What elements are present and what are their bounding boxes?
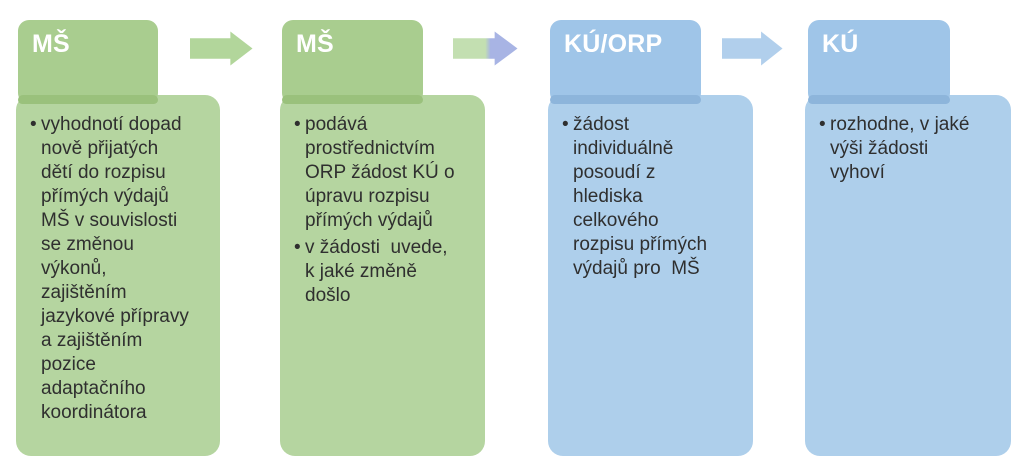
stage-2-detail-box: • podává prostřednictvím ORP žádost KÚ o… (280, 95, 485, 456)
stage-2-bullet-list: • podává prostřednictvím ORP žádost KÚ o… (280, 95, 485, 308)
arrow-right-icon (190, 31, 253, 66)
stage-2-header-label: MŠ (296, 30, 334, 58)
bullet-text: rozhodne, v jaké výši žádosti vyhoví (830, 114, 970, 183)
stage-4-detail-box: • rozhodne, v jaké výši žádosti vyhoví (805, 95, 1011, 456)
bullet-marker: • (819, 114, 826, 135)
bullet-marker: • (294, 237, 301, 258)
bullet-marker: • (294, 114, 301, 135)
bullet-text: žádost individuálně posoudí z hlediska c… (573, 114, 708, 279)
bullet-item: • podává prostřednictvím ORP žádost KÚ o… (294, 113, 479, 233)
stage-3-detail-box: • žádost individuálně posoudí z hlediska… (548, 95, 753, 456)
stage-3-bullet-list: • žádost individuálně posoudí z hlediska… (548, 95, 753, 281)
arrow-right-icon (722, 31, 783, 66)
bullet-item: • žádost individuálně posoudí z hlediska… (562, 113, 747, 281)
stage-2-header-overlap (282, 95, 423, 104)
stage-4-header-overlap (808, 95, 950, 104)
stage-1-header-label: MŠ (32, 30, 70, 58)
stage-3-header-box: KÚ/ORP (550, 20, 701, 104)
bullet-text: vyhodnotí dopad nově přijatých dětí do r… (41, 114, 189, 423)
stage-4-header-label: KÚ (822, 30, 859, 58)
stage-4-header-box: KÚ (808, 20, 950, 104)
stage-1-header-overlap (18, 95, 158, 104)
bullet-text: v žádosti uvede, k jaké změně došlo (305, 237, 448, 306)
stage-3-header-overlap (550, 95, 701, 104)
stage-1-header-box: MŠ (18, 20, 158, 104)
stage-1-bullet-list: • vyhodnotí dopad nově přijatých dětí do… (16, 95, 220, 425)
stage-1-detail-box: • vyhodnotí dopad nově přijatých dětí do… (16, 95, 220, 456)
stage-2-header-box: MŠ (282, 20, 423, 104)
bullet-text: podává prostřednictvím ORP žádost KÚ o ú… (305, 114, 455, 231)
stage-4-bullet-list: • rozhodne, v jaké výši žádosti vyhoví (805, 95, 1011, 185)
bullet-marker: • (562, 114, 569, 135)
bullet-marker: • (30, 114, 37, 135)
bullet-item: • vyhodnotí dopad nově přijatých dětí do… (30, 113, 214, 425)
stage-3-header-label: KÚ/ORP (564, 30, 663, 58)
bullet-item: • v žádosti uvede, k jaké změně došlo (294, 236, 479, 308)
bullet-item: • rozhodne, v jaké výši žádosti vyhoví (819, 113, 1005, 185)
arrow-right-transition-icon (453, 31, 518, 66)
